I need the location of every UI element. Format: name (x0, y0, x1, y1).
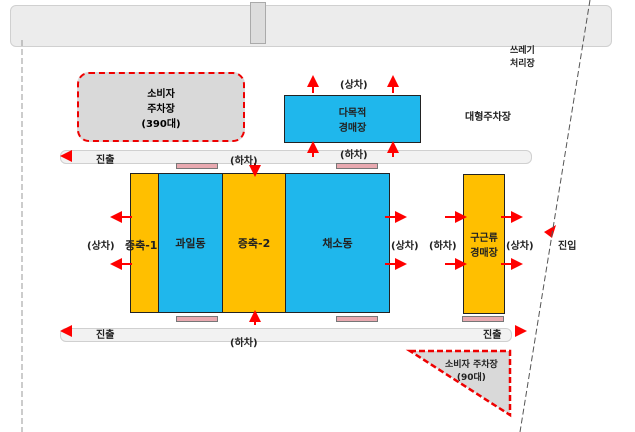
extension-1-label: 증축-1 (125, 239, 158, 252)
unload-label-right: (하차) (429, 241, 457, 252)
exit-label: 진출 (483, 330, 502, 341)
multipurpose-auction-hall: 다목적 경매장 (284, 95, 421, 143)
load-label-right: (상차) (391, 241, 419, 252)
consumer-parking-small-label: 소비자 주차장 (90대) (445, 360, 498, 383)
flow-arrows (110, 75, 523, 325)
bulb-auction-hall: 구근류 경매장 (463, 174, 505, 314)
consumer-parking-small (405, 349, 512, 418)
waste-facility-label: 쓰레기 처리장 (510, 46, 535, 69)
boundary-line (519, 0, 591, 432)
large-parking-label: 대형주차장 (465, 112, 511, 123)
consumer-parking-large: 소비자 주차장 (390대) (77, 72, 245, 142)
vegetable-building: 채소동 (285, 173, 390, 313)
extension-1 (130, 173, 159, 313)
entry-label: 진입 (558, 241, 577, 252)
loading-pad (336, 316, 378, 322)
unload-label-bottom: (하차) (230, 338, 258, 349)
top-structure (250, 2, 266, 44)
unload-label-top: (하차) (230, 156, 258, 167)
unload-label-mid: (하차) (340, 150, 368, 161)
load-label-top: (상차) (340, 80, 368, 91)
direction-triangles (60, 150, 556, 337)
load-label-far-right: (상차) (506, 241, 534, 252)
exit-label: 진출 (96, 155, 115, 166)
loading-pad (462, 316, 504, 322)
load-label-left: (상차) (87, 241, 115, 252)
loading-pad (176, 163, 218, 169)
road-mid (60, 150, 532, 164)
top-road (10, 5, 612, 47)
exit-label: 진출 (96, 330, 115, 341)
loading-pad (336, 163, 378, 169)
road-bottom (60, 328, 512, 342)
loading-pad (176, 316, 218, 322)
